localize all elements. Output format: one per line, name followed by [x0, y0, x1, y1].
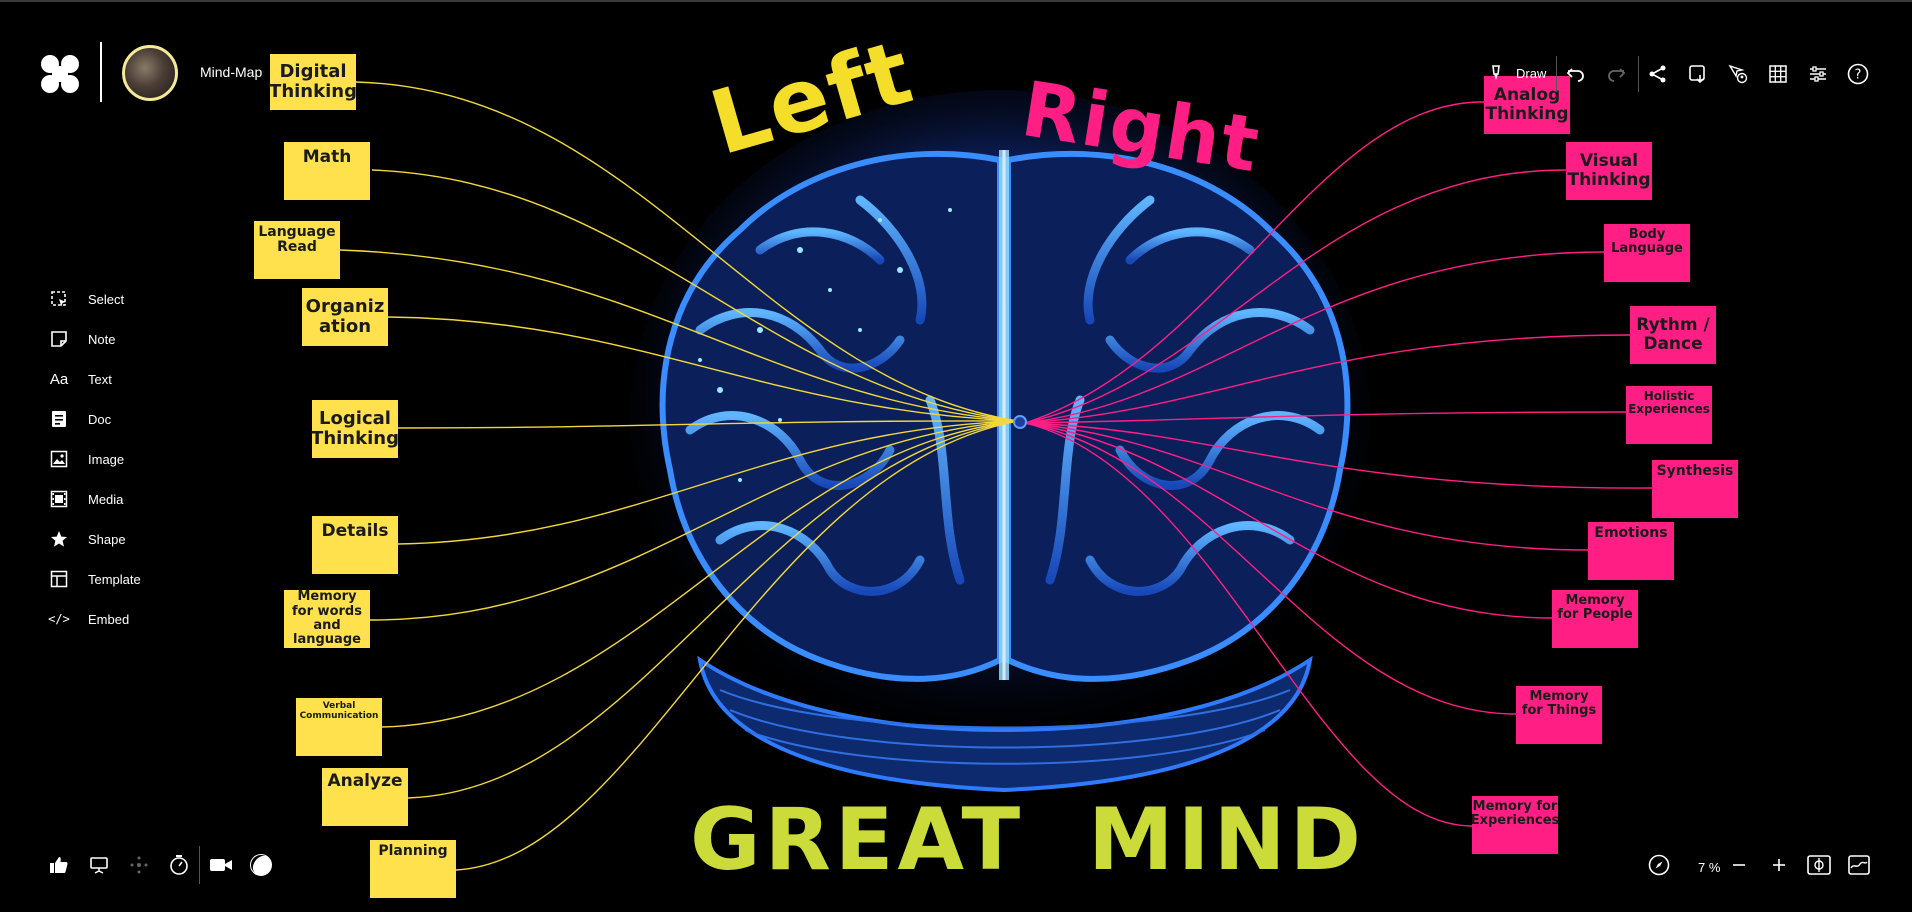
tool-label: Image [88, 451, 125, 467]
app-logo[interactable] [38, 52, 82, 96]
note-emotions[interactable]: Emotions [1588, 522, 1674, 580]
note-holistic-experiences[interactable]: Holistic Experiences [1626, 386, 1712, 444]
image-icon [48, 448, 70, 470]
template-icon [48, 568, 70, 590]
note-planning[interactable]: Planning [370, 840, 456, 898]
tool-doc[interactable]: Doc [48, 407, 111, 431]
timer-icon[interactable] [166, 852, 192, 878]
note-memory-things[interactable]: Memory for Things [1516, 686, 1602, 744]
note-visual-thinking[interactable]: Visual Thinking [1566, 142, 1652, 200]
note-digital-thinking[interactable]: Digital Thinking [269, 54, 357, 110]
toolbar-divider [1638, 56, 1639, 92]
tool-label: Text [88, 371, 112, 387]
toolbar-divider [1556, 56, 1557, 92]
zoom-in-icon[interactable] [1766, 852, 1792, 878]
draw-label[interactable]: Draw [1516, 66, 1547, 81]
note-memory-people[interactable]: Memory for People [1552, 590, 1638, 648]
select-icon [48, 288, 70, 310]
doc-icon [48, 408, 70, 430]
embed-icon: </> [48, 612, 70, 626]
zoom-level[interactable]: 7 % [1698, 860, 1721, 875]
redo-icon[interactable] [1604, 62, 1628, 86]
great-mind-title[interactable]: GREAT MIND [690, 790, 1365, 890]
export-icon[interactable] [1686, 62, 1710, 86]
note-body-language[interactable]: Body Language [1604, 224, 1690, 282]
tool-embed[interactable]: </> Embed [48, 607, 129, 631]
svg-text:?: ? [1855, 68, 1862, 83]
note-analyze[interactable]: Analyze [322, 768, 408, 826]
fit-to-screen-icon[interactable] [1806, 852, 1832, 878]
draw-pen-icon[interactable] [1484, 62, 1508, 86]
text-icon: Aa [49, 370, 69, 388]
tool-image[interactable]: Image [48, 447, 124, 471]
theme-toggle-icon[interactable] [248, 852, 274, 878]
tool-note[interactable]: Note [48, 327, 115, 351]
note-verbal-communication[interactable]: Verbal Communication [296, 698, 382, 756]
tool-label: Shape [88, 531, 126, 547]
note-rythm-dance[interactable]: Rythm / Dance [1630, 306, 1716, 364]
tool-select[interactable]: Select [48, 287, 124, 311]
brain-illustration [630, 90, 1370, 793]
tool-label: Doc [88, 411, 112, 427]
undo-icon[interactable] [1564, 62, 1588, 86]
note-logical-thinking[interactable]: Logical Thinking [311, 400, 399, 458]
like-icon[interactable] [46, 852, 72, 878]
note-organization[interactable]: Organiz ation [302, 288, 388, 346]
help-icon[interactable]: ? [1846, 62, 1870, 86]
tool-label: Template [88, 571, 141, 587]
top-border [0, 0, 1912, 2]
tool-label: Embed [88, 611, 130, 627]
share-icon[interactable] [1646, 62, 1670, 86]
note-icon [48, 328, 70, 350]
board-title[interactable]: Mind-Map [200, 64, 263, 80]
left-connectors [339, 81, 1019, 871]
note-details[interactable]: Details [312, 516, 398, 574]
header-divider [100, 42, 102, 102]
media-icon [48, 488, 70, 510]
note-memory-experiences[interactable]: Memory for Experiences [1471, 796, 1559, 854]
tool-label: Media [88, 491, 124, 507]
note-synthesis[interactable]: Synthesis [1652, 460, 1738, 518]
star-icon [48, 528, 70, 550]
navigation-compass-icon[interactable] [1646, 852, 1672, 878]
presentation-icon[interactable] [86, 852, 112, 878]
presence-icon[interactable] [1726, 62, 1750, 86]
tool-label: Select [88, 291, 125, 307]
mind-map-hub [1013, 415, 1027, 429]
video-call-icon[interactable] [208, 852, 234, 878]
grid-icon[interactable] [1766, 62, 1790, 86]
settings-sliders-icon[interactable] [1806, 62, 1830, 86]
tool-template[interactable]: Template [48, 567, 141, 591]
note-language-read[interactable]: Language Read [254, 221, 340, 279]
zoom-out-icon[interactable] [1726, 852, 1752, 878]
note-memory-words-language[interactable]: Memory for words and language [284, 590, 370, 648]
tool-shape[interactable]: Shape [48, 527, 126, 551]
tool-text[interactable]: Aa Text [48, 367, 112, 391]
board-avatar[interactable] [122, 45, 178, 101]
toolbar-divider [199, 846, 200, 884]
note-math[interactable]: Math [284, 142, 370, 200]
move-icon[interactable] [126, 852, 152, 878]
minimap-icon[interactable] [1846, 852, 1872, 878]
note-analog-thinking[interactable]: Analog Thinking [1484, 76, 1570, 134]
flower-logo-icon [41, 55, 79, 93]
right-connectors [1024, 101, 1653, 827]
tool-label: Note [88, 331, 116, 347]
tool-media[interactable]: Media [48, 487, 123, 511]
